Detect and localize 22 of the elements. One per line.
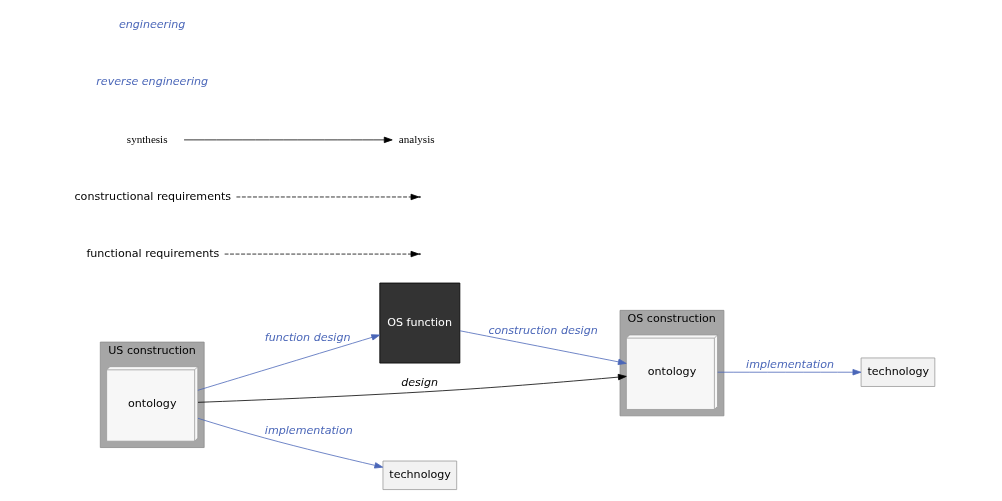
arrow [459, 330, 627, 365]
edge-label: construction design [487, 323, 598, 337]
arrow [196, 334, 380, 391]
arrow [197, 417, 383, 469]
arrow [235, 193, 419, 201]
arrow [716, 369, 861, 376]
edge-label: implementation [264, 424, 353, 438]
edge-label: function design [264, 330, 350, 344]
node-text: functional requirements [85, 247, 219, 260]
node-text: analysis [398, 132, 435, 145]
node-text: synthesis [126, 132, 168, 145]
node-box: OS function [378, 282, 460, 364]
edge-label: design [400, 375, 438, 389]
arrow [197, 373, 627, 403]
node-box: technology [382, 460, 457, 490]
node-text: constructional requirements [74, 189, 231, 203]
arrow [183, 136, 393, 144]
arrow [223, 250, 419, 258]
label: engineering [118, 17, 185, 31]
label: reverse engineering [95, 74, 208, 88]
edge-label: implementation [745, 358, 834, 372]
node-box: technology [860, 357, 935, 387]
